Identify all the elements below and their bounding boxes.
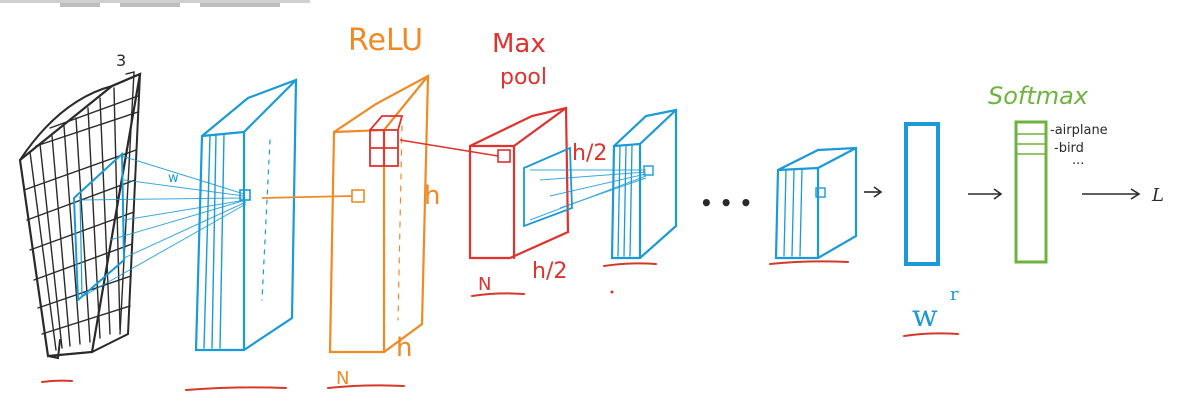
pool-channels-label: N	[478, 274, 491, 295]
conv-projection-lines	[79, 155, 247, 299]
softmax-layer	[1014, 120, 1048, 264]
pool-window	[369, 115, 404, 167]
relu-channels-label: N	[336, 368, 349, 389]
pool-height-label: h/2	[572, 141, 607, 166]
conv2-neuron	[643, 165, 654, 176]
pool-depth-label: h/2	[532, 259, 567, 284]
receptive-field	[72, 151, 126, 303]
class-label-more: ...	[1072, 153, 1084, 168]
fc-layer	[904, 122, 940, 266]
input-channels-label: 3	[116, 51, 126, 70]
pool-neuron	[497, 149, 511, 163]
weights-label: w	[912, 299, 938, 334]
arrow-right-icon	[864, 186, 883, 198]
conv-neuron	[239, 189, 251, 201]
relu-depth-label: h	[396, 333, 412, 363]
arrow-right-icon	[1082, 188, 1141, 200]
maxpool-label-line1: Max	[492, 29, 546, 59]
pool-projection-lines	[529, 169, 647, 221]
class-label-airplane: -airplane	[1050, 123, 1108, 138]
relu-neuron	[351, 189, 365, 203]
maxpool-label-line2: pool	[500, 65, 547, 90]
conv-last-volume	[774, 146, 858, 260]
relu-to-pool-line	[399, 139, 499, 157]
kernel-label: w	[168, 171, 179, 186]
class-label-bird: -bird	[1054, 141, 1084, 156]
relu-volume	[328, 74, 430, 354]
weights-superscript: r	[950, 284, 959, 305]
pool-volume	[468, 106, 570, 260]
conv-to-relu-line	[261, 195, 353, 199]
conv-volume	[194, 78, 298, 352]
pool-receptive-field	[523, 146, 573, 228]
arrow-right-icon	[968, 188, 1003, 200]
conv-last-neuron	[815, 187, 826, 198]
relu-label: ReLU	[348, 23, 423, 58]
underlines	[41, 260, 959, 391]
toolbar-remnant	[0, 0, 310, 7]
softmax-label: Softmax	[988, 82, 1089, 110]
conv2-volume	[610, 108, 678, 260]
loss-label: L	[1151, 185, 1164, 206]
relu-height-label: h	[424, 181, 440, 211]
ellipsis: • • •	[700, 191, 752, 215]
stray-dot	[610, 290, 614, 294]
